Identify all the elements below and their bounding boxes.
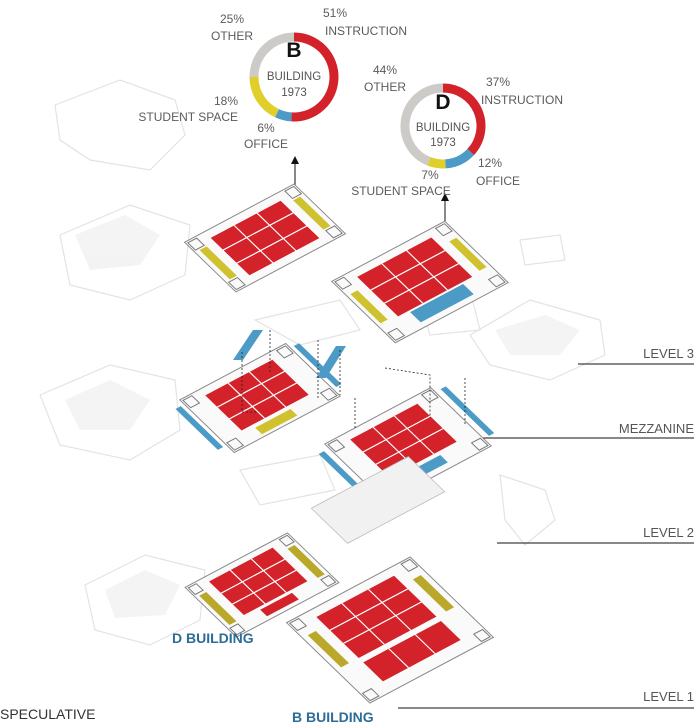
level-1-label: LEVEL 1: [643, 689, 694, 704]
b-ring-year: 1973: [281, 87, 307, 99]
ring-segment-student_space: [427, 157, 446, 169]
d-mezzanine-plan: [175, 342, 342, 454]
ring-segment-office: [275, 109, 292, 122]
d-other-label: OTHER: [364, 80, 406, 94]
d-ring-letter: D: [435, 91, 450, 114]
b-building-label: B BUILDING: [292, 709, 374, 725]
d-level1-plan: [184, 532, 340, 638]
b-level2-slab: [310, 456, 446, 544]
d-office-label: OFFICE: [476, 174, 520, 188]
b-roof-plan: [330, 220, 510, 344]
b-office-label: OFFICE: [244, 137, 288, 151]
d-other-pct: 44%: [373, 63, 397, 77]
ring-segment-instruction: [291, 32, 339, 122]
b-student-label: STUDENT SPACE: [138, 110, 238, 124]
b-mezzanine-plan: [318, 386, 495, 503]
d-ring-word: BUILDING: [416, 122, 470, 134]
d-roof-plan: [183, 183, 347, 293]
d-student-label: STUDENT SPACE: [351, 184, 451, 198]
b-other-label: OTHER: [211, 29, 253, 43]
b-instruction-label: INSTRUCTION: [325, 24, 407, 38]
d-instruction-pct: 37%: [486, 75, 510, 89]
d-building-ring: [400, 83, 486, 169]
b-mezzanine-frames: [354, 367, 466, 430]
ring-segment-instruction: [442, 83, 486, 156]
ring-segment-other: [400, 83, 444, 166]
ghost-fill: [65, 215, 580, 618]
b-level1-plan: [285, 556, 495, 704]
level-2-label: LEVEL 2: [643, 525, 694, 540]
b-instruction-pct: 51%: [323, 6, 347, 20]
d-instruction-label: INSTRUCTION: [481, 93, 563, 107]
level-3-label: LEVEL 3: [643, 346, 694, 361]
ring-segment-student_space: [249, 76, 280, 118]
d-office-pct: 12%: [478, 156, 502, 170]
mezzanine-label: MEZZANINE: [619, 421, 694, 436]
d-building-label: D BUILDING: [172, 630, 254, 646]
ring-segment-other: [249, 32, 295, 78]
b-office-pct: 6%: [257, 121, 275, 135]
b-other-pct: 25%: [220, 12, 244, 26]
b-student-pct: 18%: [214, 94, 238, 108]
b-ring-word: BUILDING: [267, 71, 321, 83]
level-lines: [398, 363, 694, 709]
ring-segment-office: [444, 148, 474, 169]
d-student-pct: 7%: [421, 168, 439, 182]
b-ring-letter: B: [286, 39, 301, 62]
context-plans: [39, 79, 606, 646]
b-building-ring: [249, 32, 339, 122]
d-ring-year: 1973: [430, 137, 456, 149]
speculative-label: SPECULATIVE: [0, 706, 95, 722]
d-mezzanine-bars: [233, 330, 346, 413]
